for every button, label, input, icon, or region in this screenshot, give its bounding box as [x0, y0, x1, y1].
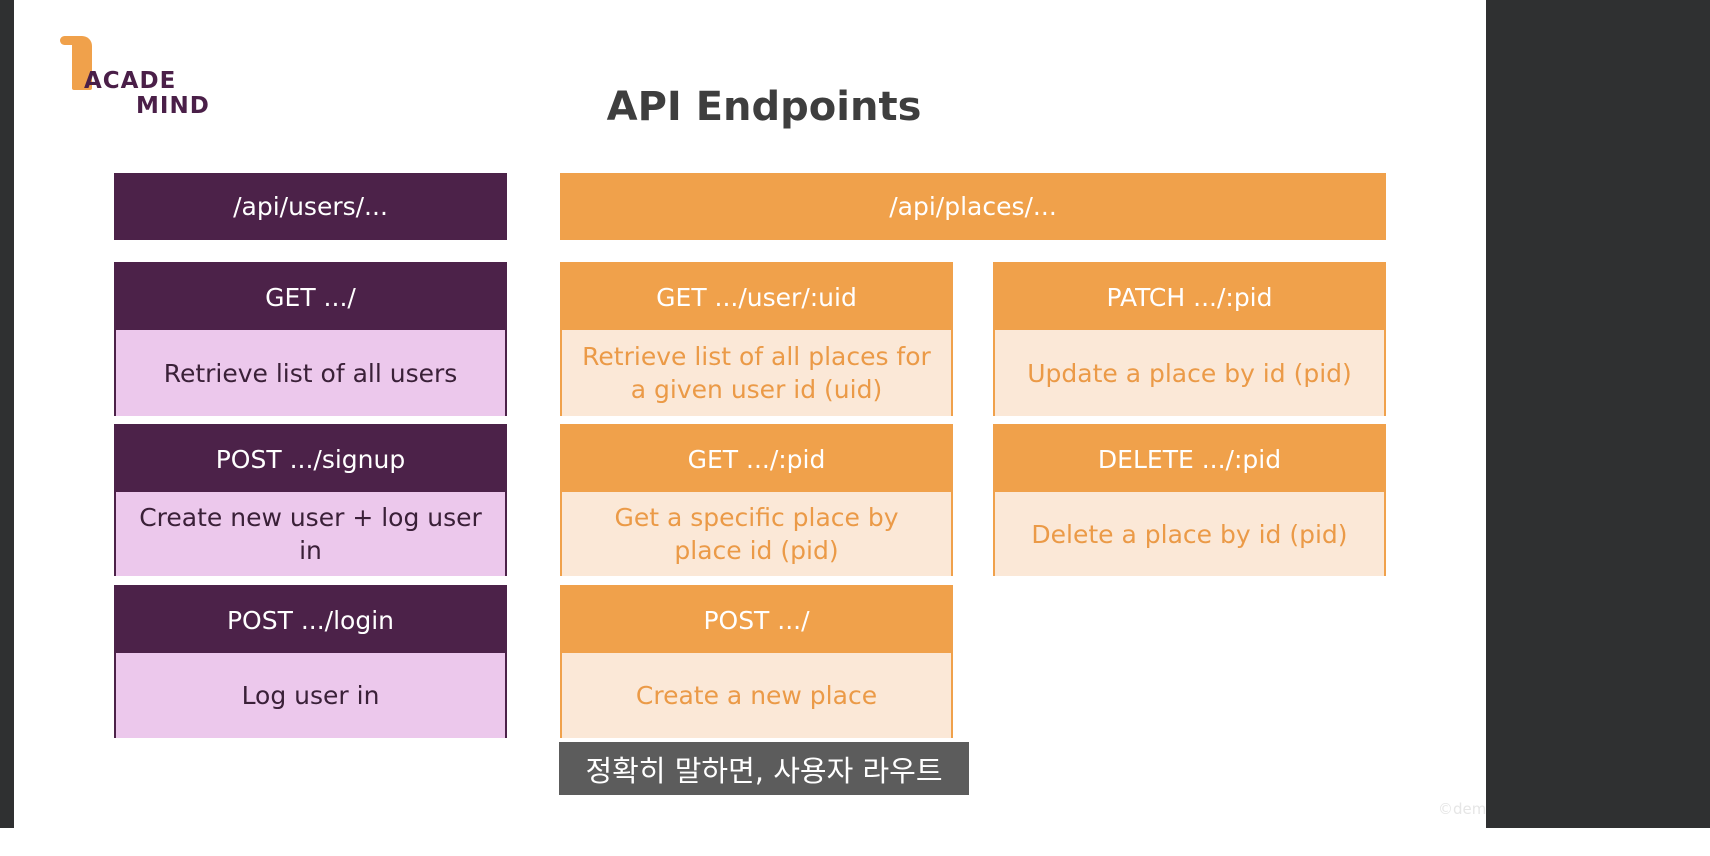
endpoint-card-users-signup: POST .../signup Create new user + log us…: [114, 424, 507, 576]
udemy-watermark: ©demy: [1438, 800, 1496, 818]
endpoint-method: POST .../login: [116, 587, 505, 653]
endpoint-card-places-update: PATCH .../:pid Update a place by id (pid…: [993, 262, 1386, 416]
right-letterbox: [1486, 0, 1710, 828]
subtitle-caption: 정확히 말하면, 사용자 라우트: [559, 742, 969, 795]
endpoint-description: Log user in: [116, 653, 505, 738]
places-group-label: /api/places/...: [889, 192, 1057, 221]
endpoint-description: Retrieve list of all places for a given …: [562, 330, 951, 416]
logo-text-line1: ACADE: [84, 68, 177, 94]
endpoint-method: DELETE .../:pid: [995, 426, 1384, 492]
endpoint-method: POST .../: [562, 587, 951, 653]
endpoint-method: GET .../user/:uid: [562, 264, 951, 330]
endpoint-description: Create a new place: [562, 653, 951, 738]
endpoint-description: Delete a place by id (pid): [995, 492, 1384, 576]
endpoint-method: POST .../signup: [116, 426, 505, 492]
endpoint-card-places-create: POST .../ Create a new place: [560, 585, 953, 738]
endpoint-description: Update a place by id (pid): [995, 330, 1384, 416]
users-group-header: /api/users/...: [114, 173, 507, 240]
endpoint-card-places-get-by-id: GET .../:pid Get a specific place by pla…: [560, 424, 953, 576]
academind-logo: ACADE MIND: [56, 36, 216, 119]
endpoint-method: GET .../: [116, 264, 505, 330]
users-group-label: /api/users/...: [233, 192, 388, 221]
slide: ACADE MIND API Endpoints /api/users/... …: [14, 0, 1495, 828]
endpoint-description: Get a specific place by place id (pid): [562, 492, 951, 576]
endpoint-description: Create new user + log user in: [116, 492, 505, 576]
slide-title: API Endpoints: [606, 84, 922, 130]
places-group-header: /api/places/...: [560, 173, 1386, 240]
logo-flag-icon: [60, 36, 92, 90]
endpoint-card-places-by-user: GET .../user/:uid Retrieve list of all p…: [560, 262, 953, 416]
endpoint-card-users-get: GET .../ Retrieve list of all users: [114, 262, 507, 416]
endpoint-method: PATCH .../:pid: [995, 264, 1384, 330]
left-letterbox: [0, 0, 14, 828]
endpoint-card-places-delete: DELETE .../:pid Delete a place by id (pi…: [993, 424, 1386, 576]
logo-text-line2: MIND: [136, 93, 210, 119]
endpoint-description: Retrieve list of all users: [116, 330, 505, 416]
endpoint-card-users-login: POST .../login Log user in: [114, 585, 507, 738]
endpoint-method: GET .../:pid: [562, 426, 951, 492]
